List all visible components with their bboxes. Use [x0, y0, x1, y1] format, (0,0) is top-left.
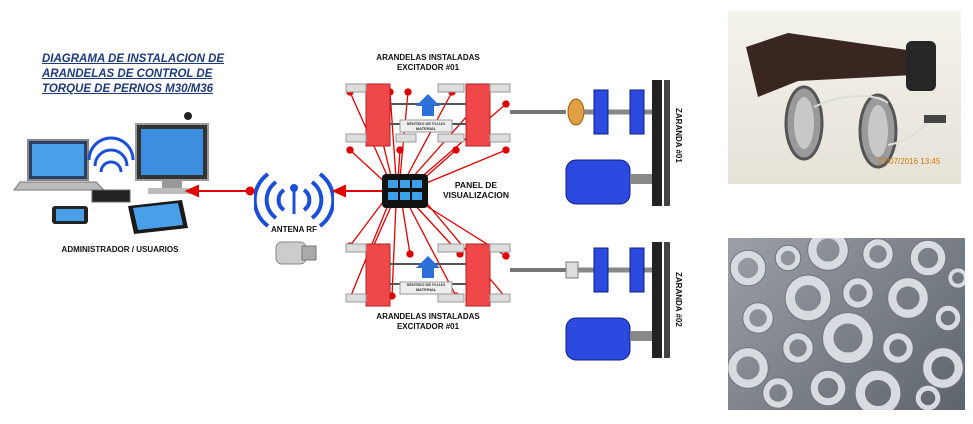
screen1-label: ZARANDA #01	[674, 108, 683, 163]
exciter-block	[365, 83, 391, 147]
tablet-icon	[128, 200, 188, 234]
motor-icon	[565, 317, 652, 361]
screen2-label: ZARANDA #02	[674, 272, 683, 327]
washers-photo	[728, 238, 965, 410]
panel-icon	[382, 174, 428, 208]
router-icon	[91, 189, 131, 203]
exciter-bottom	[345, 242, 670, 361]
exciter-block	[365, 243, 391, 307]
photo-timestamp: 27/07/2016 13:45	[878, 157, 941, 166]
antenna-group	[254, 172, 334, 265]
wifi-icon	[254, 172, 334, 228]
exciter-block	[465, 83, 491, 147]
desktop-icon	[135, 112, 209, 194]
top-group-label: ARANDELAS INSTALADAS EXCITADOR #01	[376, 53, 480, 72]
exciter-block	[465, 243, 491, 307]
diagram-title: DIAGRAMA DE INSTALACION DE ARANDELAS DE …	[42, 53, 225, 95]
bolt-photo: 27/07/2016 13:45	[728, 11, 961, 184]
phone-icon	[52, 206, 88, 224]
bottom-group-label: ARANDELAS INSTALADAS EXCITADOR #01	[376, 312, 480, 331]
users-devices	[13, 112, 209, 234]
motor-icon	[565, 159, 652, 205]
flow-label-bottom: SENTIDO DE FLUJO MATERIAL	[406, 282, 446, 292]
antenna-label: ANTENA RF	[271, 225, 317, 234]
antenna-icon	[275, 241, 317, 265]
flow-arrow-icon	[416, 256, 440, 278]
panel-label: PANEL DE VISUALIZACION	[442, 180, 510, 200]
flow-arrow-icon	[416, 94, 440, 116]
users-label: ADMINISTRADOR / USUARIOS	[61, 245, 179, 254]
flow-label-top: SENTIDO DE FLUJO MATERIAL	[406, 121, 446, 131]
laptop-icon	[13, 139, 106, 191]
wifi-icon	[87, 136, 135, 173]
exciter-top	[345, 80, 670, 206]
